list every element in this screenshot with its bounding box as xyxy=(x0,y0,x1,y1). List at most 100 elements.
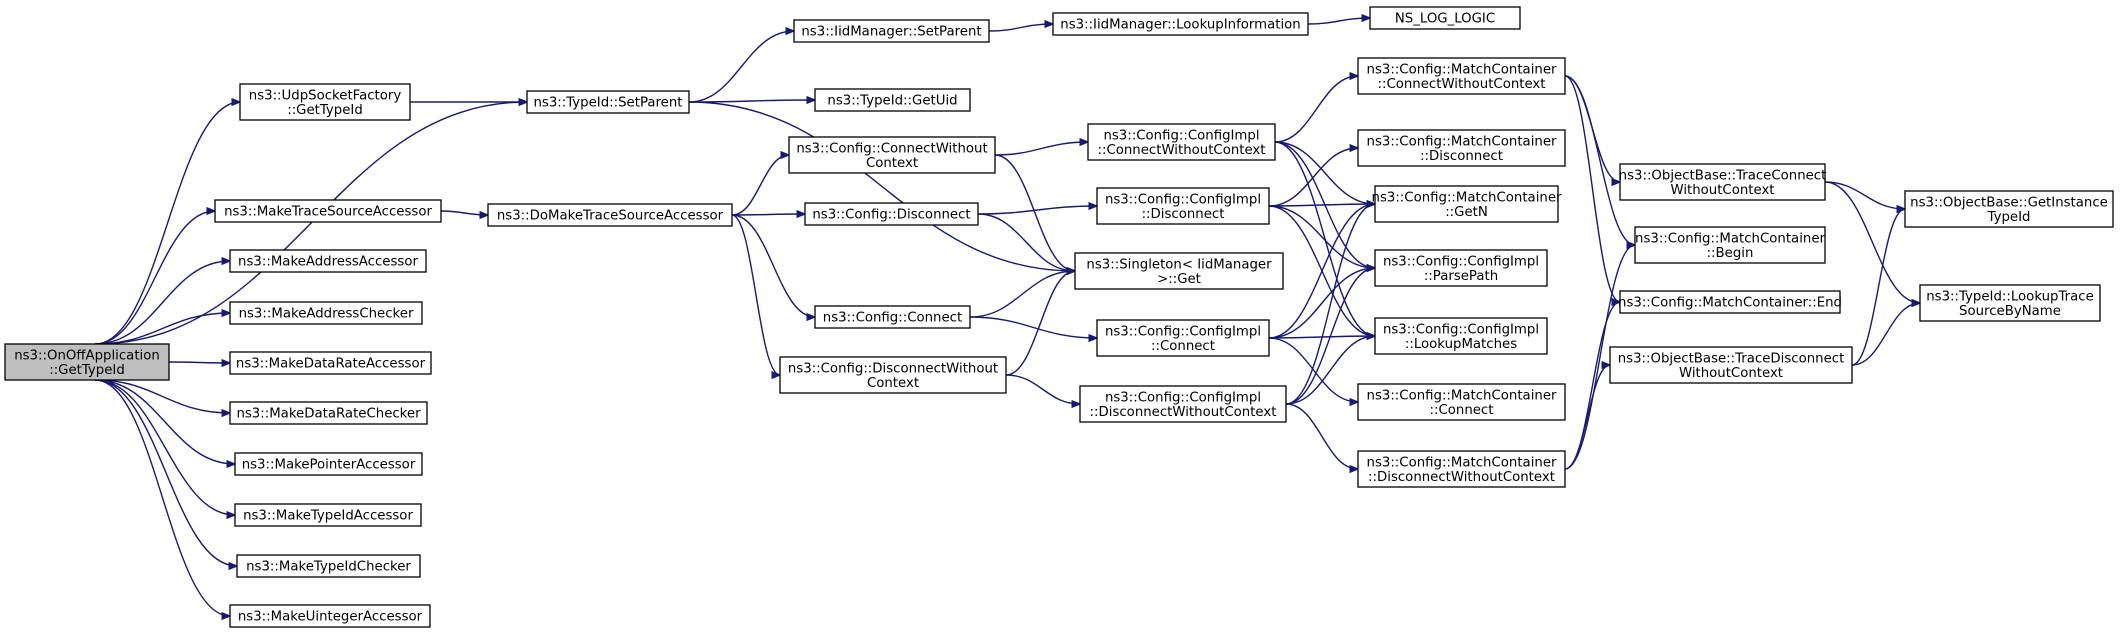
node-mcconnwo[interactable]: ns3::Config::MatchContainer::ConnectWith… xyxy=(1357,57,1566,95)
node-nslog[interactable]: NS_LOG_LOGIC xyxy=(1369,6,1521,30)
node-root[interactable]: ns3::OnOffApplication::GetTypeId xyxy=(4,343,170,381)
node-mktidchk[interactable]: ns3::MakeTypeIdChecker xyxy=(236,554,421,578)
node-setparent[interactable]: ns3::TypeId::SetParent xyxy=(526,90,690,114)
node-mkaddrchk[interactable]: ns3::MakeAddressChecker xyxy=(229,301,423,325)
node-box[interactable] xyxy=(1357,450,1566,488)
node-box[interactable] xyxy=(234,452,423,476)
node-box[interactable] xyxy=(236,554,421,578)
node-parsepath[interactable]: ns3::Config::ConfigImpl::ParsePath xyxy=(1374,249,1548,287)
node-box[interactable] xyxy=(804,202,979,226)
node-box[interactable] xyxy=(1052,12,1309,36)
node-label: ns3::MakeAddressChecker xyxy=(239,307,414,322)
node-label: ns3::Config::ConfigImpl xyxy=(1103,128,1259,143)
node-box[interactable] xyxy=(1369,6,1521,30)
node-box[interactable] xyxy=(788,136,996,174)
node-implconn[interactable]: ns3::Config::ConfigImpl::Connect xyxy=(1096,319,1270,357)
node-cfgconnwo[interactable]: ns3::Config::ConnectWithoutContext xyxy=(788,136,996,174)
node-box[interactable] xyxy=(487,203,733,227)
node-box[interactable] xyxy=(1374,185,1559,223)
node-box[interactable] xyxy=(1619,290,1841,314)
node-mkaddracc[interactable]: ns3::MakeAddressAccessor xyxy=(229,249,427,273)
node-box[interactable] xyxy=(1609,346,1853,384)
node-box[interactable] xyxy=(1357,57,1566,95)
node-implconnwo[interactable]: ns3::Config::ConfigImpl::ConnectWithoutC… xyxy=(1087,123,1276,161)
edge-impldiscwo-to-mcdiscwo xyxy=(1285,403,1358,469)
node-box[interactable] xyxy=(234,503,422,527)
node-mktidacc[interactable]: ns3::MakeTypeIdAccessor xyxy=(234,503,422,527)
edge-cfgdisc-to-impldisc xyxy=(977,206,1097,215)
node-box[interactable] xyxy=(1087,123,1276,161)
node-domaketsa[interactable]: ns3::DoMakeTraceSourceAccessor xyxy=(487,203,733,227)
node-mcend[interactable]: ns3::Config::MatchContainer::End xyxy=(1618,290,1842,314)
node-getuid[interactable]: ns3::TypeId::GetUid xyxy=(814,88,971,112)
node-box[interactable] xyxy=(779,356,1007,394)
node-label: ns3::Config::MatchContainer xyxy=(1372,190,1562,205)
edge-impldisc-to-parsepath xyxy=(1268,205,1375,268)
edge-domaketsa-to-cfgdisc xyxy=(731,214,805,215)
node-box[interactable] xyxy=(1374,317,1548,355)
node-mcgetn[interactable]: ns3::Config::MatchContainer::GetN xyxy=(1372,185,1562,223)
node-box[interactable] xyxy=(1074,252,1284,290)
node-box[interactable] xyxy=(229,604,431,628)
edge-cfgconnwo-to-singleton xyxy=(994,154,1075,271)
node-iidsetparent[interactable]: ns3::IidManager::SetParent xyxy=(793,19,990,43)
node-box[interactable] xyxy=(229,301,423,325)
edge-impldisc-to-mcdisc xyxy=(1268,148,1358,207)
node-box[interactable] xyxy=(814,88,971,112)
edge-cfgconn-to-singleton xyxy=(969,271,1075,318)
node-box[interactable] xyxy=(239,83,411,121)
node-box[interactable] xyxy=(1357,129,1566,167)
node-box[interactable] xyxy=(1079,385,1287,423)
node-box[interactable] xyxy=(1357,383,1566,421)
node-label: ns3::MakeDataRateAccessor xyxy=(236,357,426,372)
node-lookupm[interactable]: ns3::Config::ConfigImpl::LookupMatches xyxy=(1374,317,1548,355)
node-mkptracc[interactable]: ns3::MakePointerAccessor xyxy=(234,452,423,476)
node-box[interactable] xyxy=(229,401,428,425)
node-label: ns3::Config::ConfigImpl xyxy=(1105,192,1261,207)
node-mcconn[interactable]: ns3::Config::MatchContainer::Connect xyxy=(1357,383,1566,421)
node-mcdiscwo[interactable]: ns3::Config::MatchContainer::DisconnectW… xyxy=(1357,450,1566,488)
node-cfgconn[interactable]: ns3::Config::Connect xyxy=(814,305,971,329)
node-box[interactable] xyxy=(793,19,990,43)
node-mcbegin[interactable]: ns3::Config::MatchContainer::Begin xyxy=(1634,226,1826,264)
edge-implconn-to-parsepath xyxy=(1268,268,1375,339)
node-mkuintacc[interactable]: ns3::MakeUintegerAccessor xyxy=(229,604,431,628)
node-udpf[interactable]: ns3::UdpSocketFactory::GetTypeId xyxy=(239,83,411,121)
edge-implconnwo-to-lookupm xyxy=(1274,141,1375,336)
node-cfgdiscwo[interactable]: ns3::Config::DisconnectWithoutContext xyxy=(779,356,1007,394)
node-box[interactable] xyxy=(1096,187,1270,225)
node-mkdracc[interactable]: ns3::MakeDataRateAccessor xyxy=(229,351,432,375)
edge-implconnwo-to-mcgetn xyxy=(1274,141,1375,204)
node-label: Context xyxy=(866,156,918,171)
node-box[interactable] xyxy=(4,343,170,381)
node-maketsa[interactable]: ns3::MakeTraceSourceAccessor xyxy=(214,199,442,223)
node-mkdrchk[interactable]: ns3::MakeDataRateChecker xyxy=(229,401,428,425)
node-box[interactable] xyxy=(1096,319,1270,357)
node-box[interactable] xyxy=(1374,249,1548,287)
edge-domaketsa-to-cfgdiscwo xyxy=(731,214,780,375)
node-box[interactable] xyxy=(214,199,442,223)
node-box[interactable] xyxy=(814,305,971,329)
node-box[interactable] xyxy=(229,351,432,375)
node-box[interactable] xyxy=(526,90,690,114)
node-impldiscwo[interactable]: ns3::Config::ConfigImpl::DisconnectWitho… xyxy=(1079,385,1287,423)
node-mcdisc[interactable]: ns3::Config::MatchContainer::Disconnect xyxy=(1357,129,1566,167)
edges-layer xyxy=(95,18,1920,616)
node-box[interactable] xyxy=(1619,163,1826,201)
node-box[interactable] xyxy=(1634,226,1826,264)
node-impldisc[interactable]: ns3::Config::ConfigImpl::Disconnect xyxy=(1096,187,1270,225)
node-obtdwo[interactable]: ns3::ObjectBase::TraceDisconnectWithoutC… xyxy=(1609,346,1853,384)
node-cfgdisc[interactable]: ns3::Config::Disconnect xyxy=(804,202,979,226)
node-singleton[interactable]: ns3::Singleton< IidManager >::Get xyxy=(1074,252,1284,290)
node-box[interactable] xyxy=(229,249,427,273)
node-label: ns3::Config::ConfigImpl xyxy=(1383,254,1539,269)
node-box[interactable] xyxy=(1904,190,2114,228)
node-box[interactable] xyxy=(1919,284,2101,322)
node-lookupinfo[interactable]: ns3::IidManager::LookupInformation xyxy=(1052,12,1309,36)
node-label: ns3::Config::MatchContainer xyxy=(1367,62,1557,77)
node-obtcwo[interactable]: ns3::ObjectBase::TraceConnectWithoutCont… xyxy=(1619,163,1827,201)
node-label: ns3::Config::MatchContainer xyxy=(1635,231,1825,246)
node-label: ::DisconnectWithoutContext xyxy=(1368,470,1555,485)
